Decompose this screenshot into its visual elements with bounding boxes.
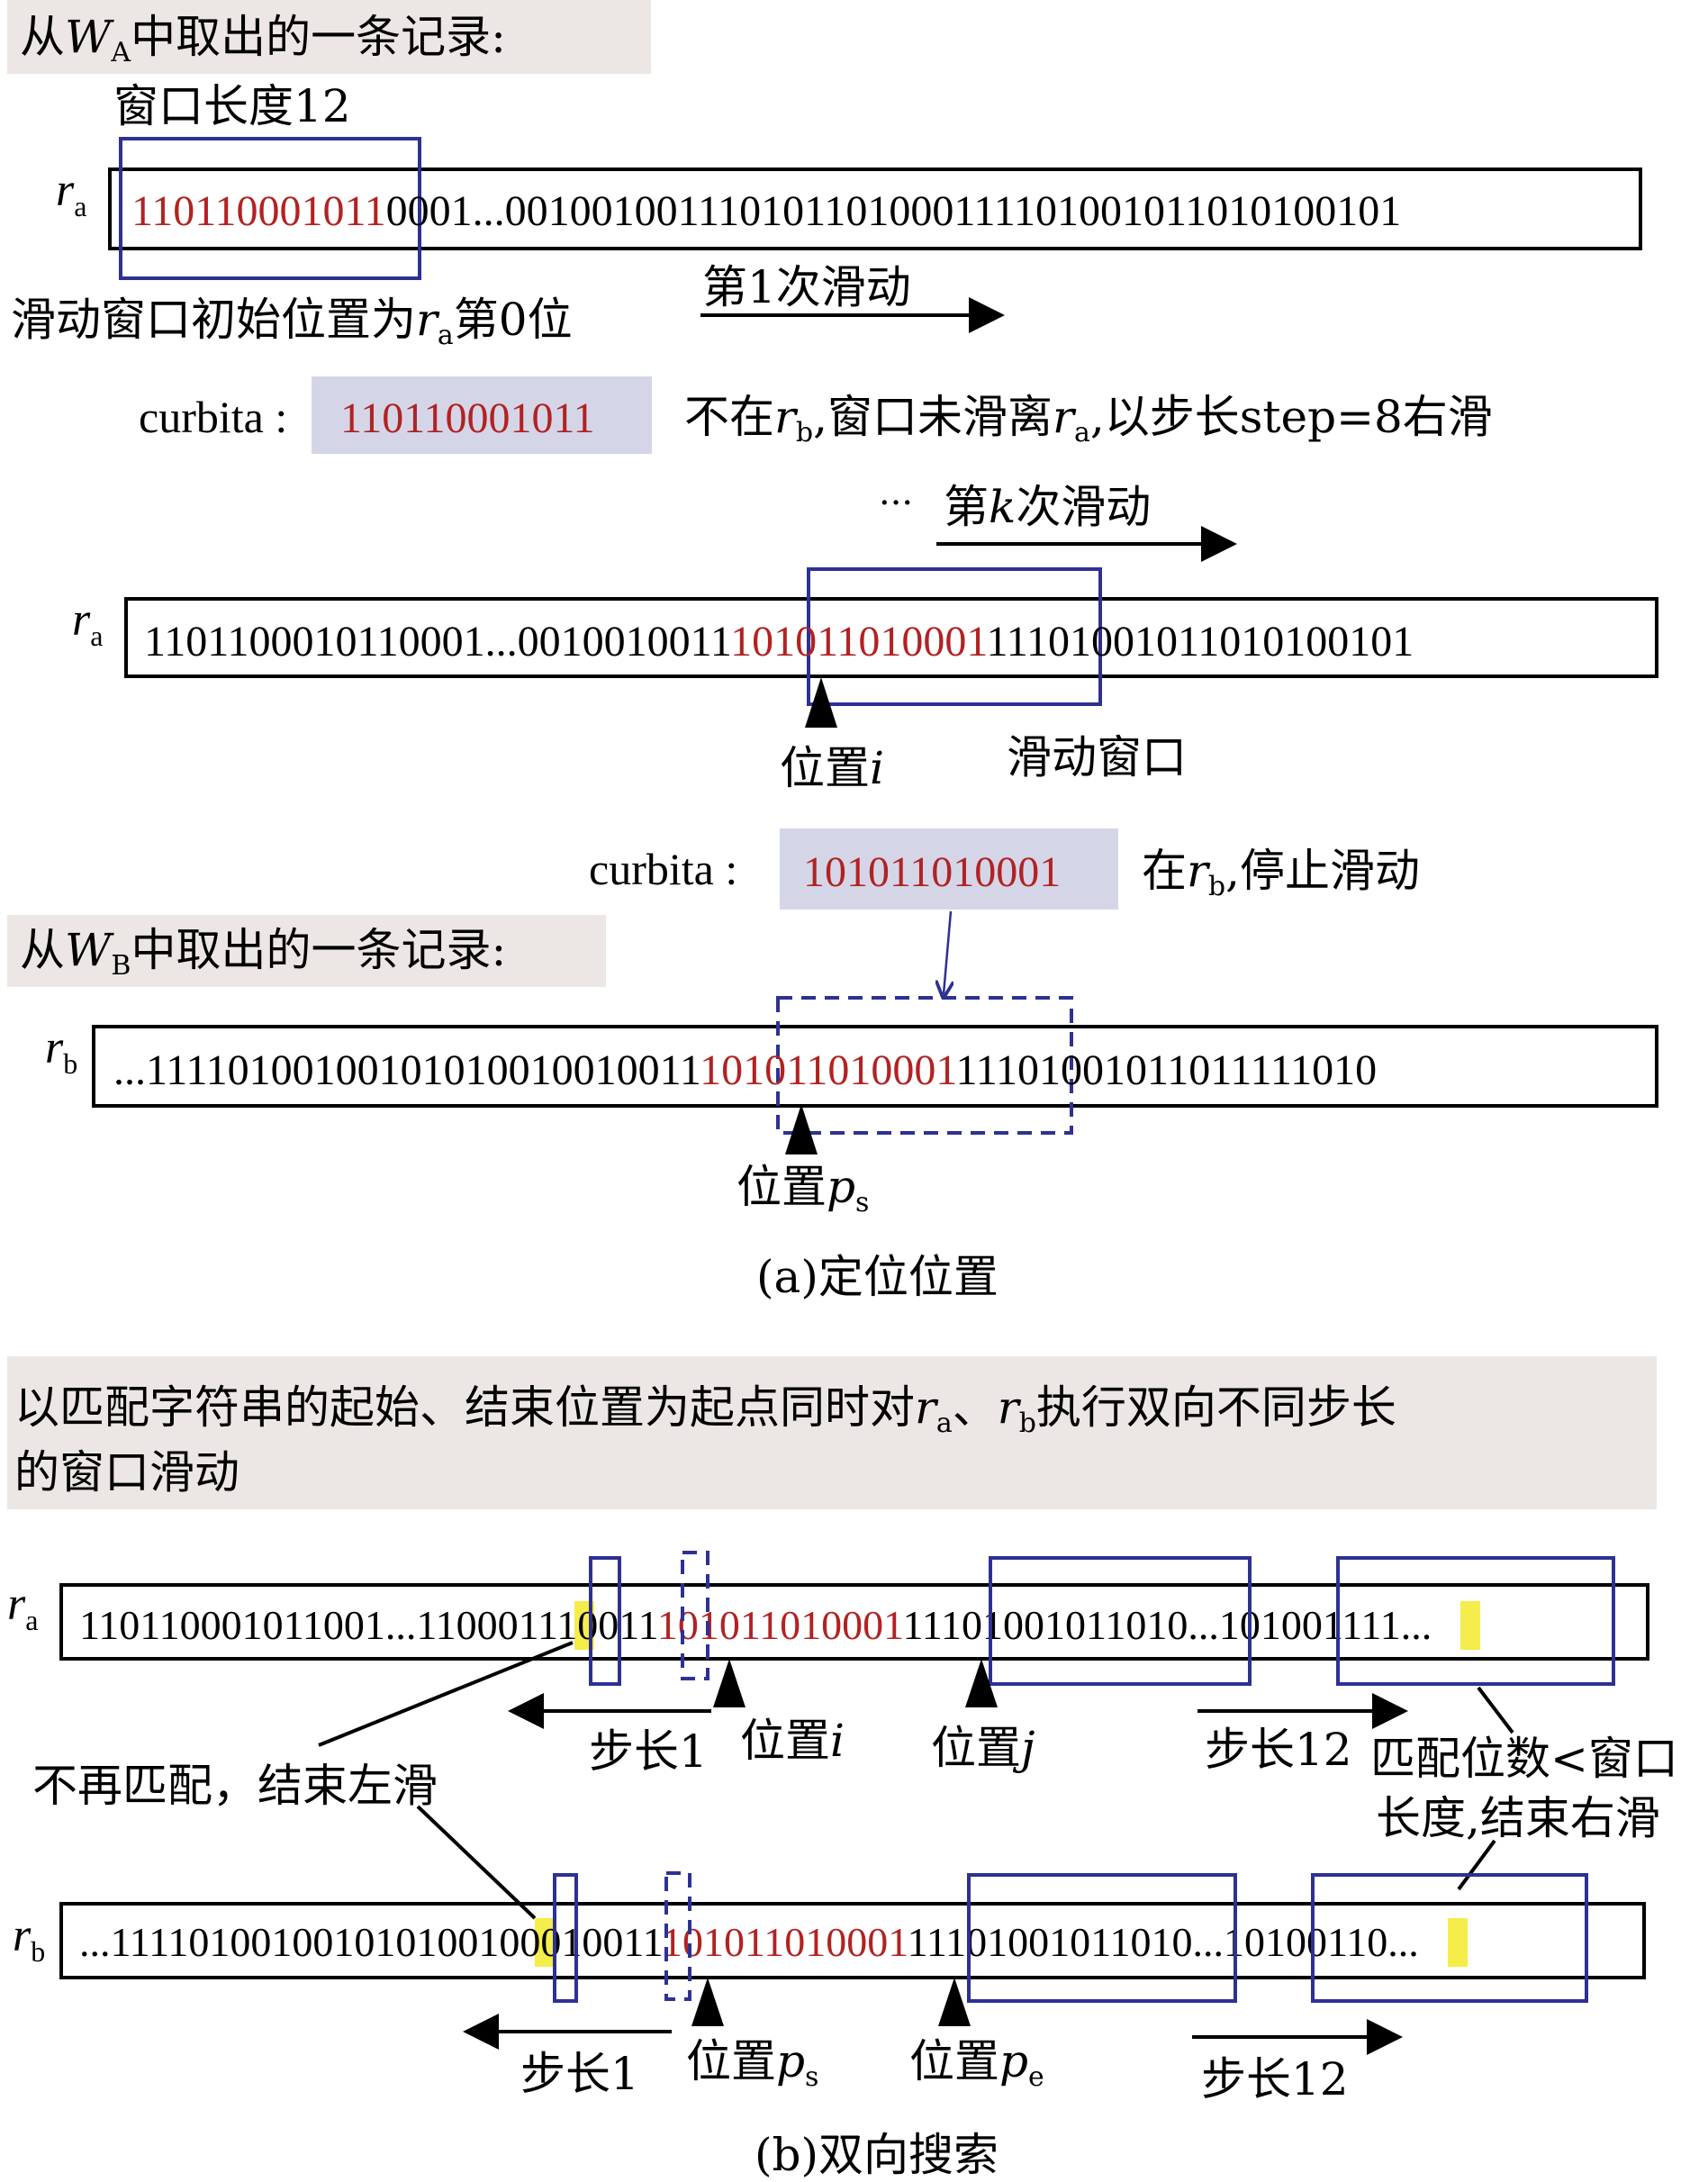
curbita-2-description: 在rb,停止滑动 [1142, 845, 1420, 902]
caption-b: (b)双向搜索 [755, 2129, 999, 2181]
ra1-bits: 1101100010110001...001001001110101101000… [131, 187, 1401, 235]
ra3-end-window [1336, 1556, 1615, 1686]
ellipsis-dots: ··· [879, 483, 913, 524]
slide-1-label: 第1次滑动 [702, 261, 911, 313]
curbita-1-description: 不在rb,窗口未滑离ra,以步长step=8右滑 [684, 391, 1493, 448]
banner-a-title: 从WA中取出的一条记录: [20, 11, 506, 68]
rb2-record-box [59, 1902, 1646, 1979]
ra3-bits: 110110001011001...1100011100111010110100… [79, 1602, 1432, 1648]
curbita-2-label: curbita : [589, 844, 737, 894]
curbita-2-tag [780, 828, 1118, 910]
position-i-marker [805, 677, 837, 728]
rb2-label: rb [13, 1910, 45, 1968]
less-match-line2: 长度,结束右滑 [1376, 1792, 1660, 1844]
banner-c-background [7, 1356, 1657, 1509]
initial-position-label: 滑动窗口初始位置为ra第0位 [11, 294, 573, 351]
ra2-label: ra [72, 594, 103, 652]
ra3-dashed-window [681, 1551, 709, 1680]
rb2-left-window [553, 1873, 578, 2003]
callout-no-match-to-rb [416, 1805, 537, 1920]
less-match-line1: 匹配位数<窗口 [1370, 1733, 1678, 1785]
initial-window-box [119, 137, 421, 280]
ra3-label: ra [7, 1579, 38, 1636]
ra2-bits: 1101100010110001...001001001110101101000… [144, 618, 1414, 665]
rb1-label: rb [45, 1022, 77, 1080]
step-left-b-label: 步长1 [520, 2048, 639, 2100]
sliding-window-k-box [807, 567, 1102, 706]
banner-b-title: 从WB中取出的一条记录: [20, 924, 506, 982]
matched-window-dashed-box [776, 996, 1073, 1135]
step-right-a-label: 步长12 [1205, 1724, 1352, 1776]
slide-k-label: 第k次滑动 [944, 481, 1151, 533]
position-pe-label: 位置pe [909, 2035, 1044, 2093]
curbita-2-value: 101011010001 [803, 848, 1061, 896]
curbita-to-rb-arrow [944, 910, 951, 994]
rb1-record-box [92, 1025, 1658, 1108]
position-ps-marker [785, 1104, 818, 1154]
caption-a: (a)定位位置 [756, 1251, 999, 1303]
position-ps-label: 位置ps [737, 1161, 869, 1218]
sliding-window-label: 滑动窗口 [1007, 731, 1187, 783]
position-i-b-marker [713, 1659, 746, 1707]
rb2-bits: ...1111010010010101001000100111010110100… [79, 1919, 1419, 1965]
ra1-record-box [108, 167, 1642, 250]
position-j-label: 位置j [931, 1722, 1035, 1774]
rb2-end-window [1311, 1873, 1588, 2003]
ra3-left-window [589, 1556, 621, 1686]
position-ps-b-label: 位置ps [686, 2035, 818, 2093]
callout-less-match-to-rb [1457, 1839, 1496, 1891]
position-j-marker [965, 1659, 998, 1707]
rb1-bits: ...1111010010010101001001001110101101000… [113, 1046, 1377, 1094]
curbita-1-tag [312, 376, 652, 454]
rb2-dashed-window [664, 1871, 691, 2001]
step-right-b-label: 步长12 [1201, 2053, 1349, 2105]
position-i-label: 位置i [780, 742, 884, 794]
curbita-1-label: curbita : [139, 392, 287, 442]
position-i-b-label: 位置i [740, 1715, 845, 1767]
callout-less-match-to-ra [1477, 1686, 1514, 1734]
banner-b-background [7, 915, 606, 987]
position-ps-b-marker [691, 1978, 724, 2026]
ra2-record-box [124, 597, 1658, 678]
banner-a-background [7, 0, 651, 74]
callout-no-match-to-ra [318, 1641, 574, 1747]
rb2-right-window [967, 1873, 1237, 2003]
ra3-right-highlight [1460, 1601, 1480, 1650]
banner-c-line1: 以匹配字符串的起始、结束位置为起点同时对ra、rb执行双向不同步长 [14, 1381, 1396, 1439]
rb2-right-highlight [1448, 1918, 1468, 1967]
window-length-label: 窗口长度12 [113, 80, 351, 132]
ra1-label: ra [56, 165, 86, 222]
banner-c-line2: 的窗口滑动 [14, 1446, 239, 1498]
position-pe-marker [938, 1978, 971, 2026]
step-left-a-label: 步长1 [589, 1725, 708, 1778]
ra3-record-box [59, 1583, 1649, 1661]
no-match-label: 不再匹配，结束左滑 [32, 1760, 438, 1812]
ra3-right-window [989, 1556, 1252, 1686]
rb2-left-highlight [535, 1918, 555, 1967]
curbita-1-value: 110110001011 [340, 394, 595, 442]
